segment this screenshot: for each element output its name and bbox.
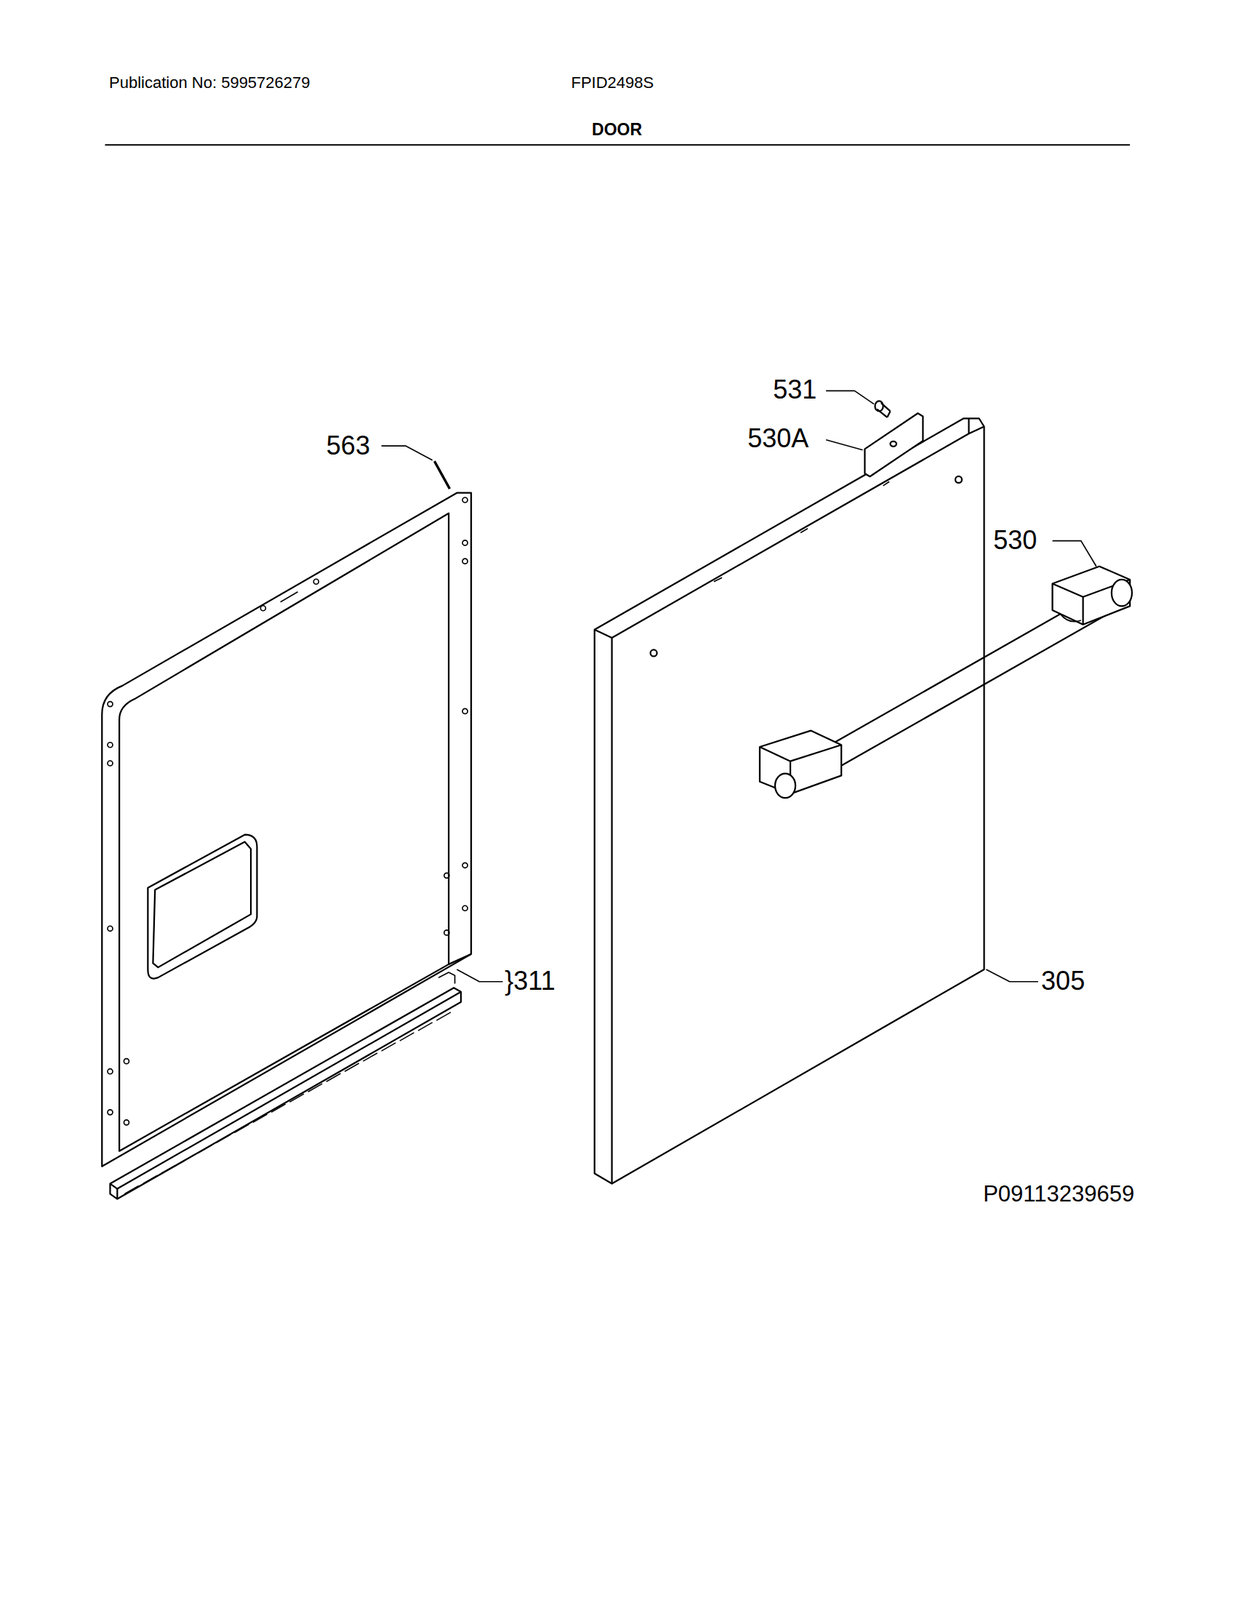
- callout-number: 305: [1041, 967, 1085, 994]
- callout-number: }311: [504, 967, 555, 994]
- outer-door-panel: [594, 418, 985, 1183]
- door-handle: [759, 566, 1133, 798]
- bottom-seal-strip: [109, 972, 461, 1199]
- leader-lines: [381, 390, 1097, 981]
- screw: [434, 460, 451, 489]
- inner-door-panel: [101, 492, 472, 1167]
- diagram-code: P09113239659: [982, 1182, 1135, 1205]
- plate-hole: [890, 441, 897, 447]
- section-title: DOOR: [591, 121, 642, 139]
- callout-number: 530A: [747, 425, 809, 452]
- callout-number: 563: [326, 432, 371, 459]
- model-number: FPID2498S: [570, 74, 654, 91]
- publication-number: Publication No: 5995726279: [109, 74, 310, 91]
- screw: [874, 400, 890, 417]
- bracket-plate: [864, 412, 923, 477]
- callout-number: 531: [772, 376, 817, 403]
- callout-number: 530: [993, 527, 1037, 554]
- header-rule: [104, 143, 1130, 146]
